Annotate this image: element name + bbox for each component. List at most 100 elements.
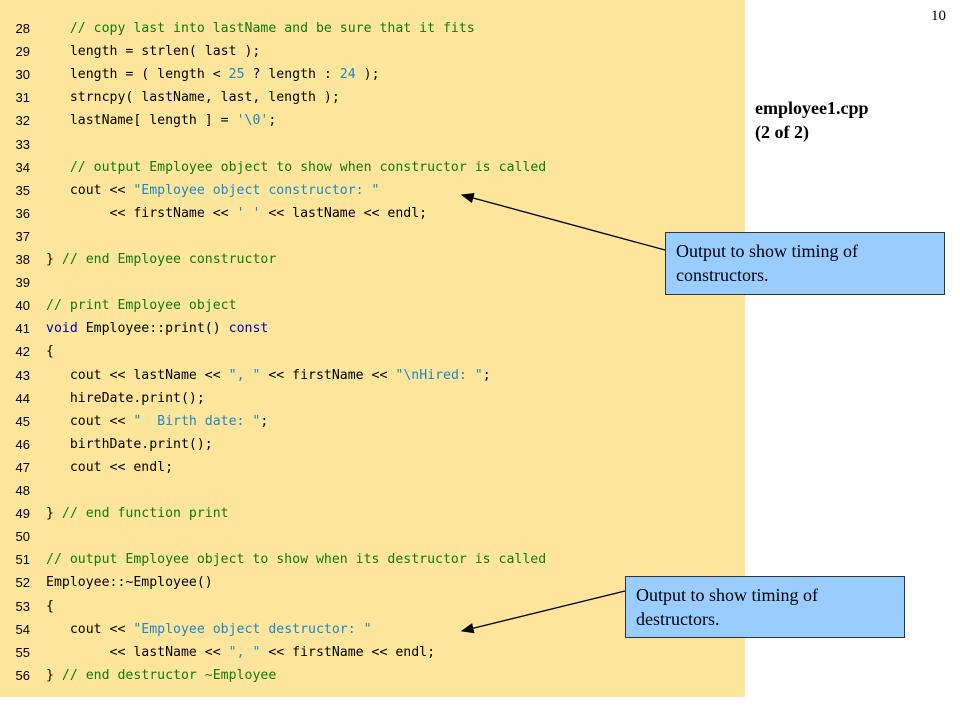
code-line: 56 } // end destructor ~Employee bbox=[0, 664, 745, 687]
line-number: 40 bbox=[15, 298, 30, 314]
code-token: Employee::~Employee() bbox=[46, 575, 213, 591]
code-line: 48 bbox=[0, 479, 745, 502]
code-token: ? length : bbox=[244, 67, 340, 83]
line-number: 48 bbox=[15, 483, 30, 498]
code-line: 34 // output Employee object to show whe… bbox=[0, 156, 745, 179]
code-token: // output Employee object to show when i… bbox=[46, 552, 547, 568]
line-number: 55 bbox=[15, 644, 30, 660]
code-text: hireDate.print(); bbox=[46, 387, 205, 410]
line-number: 32 bbox=[15, 113, 30, 129]
code-line: 37 bbox=[0, 225, 745, 248]
code-text: { bbox=[46, 595, 54, 618]
line-number: 54 bbox=[15, 621, 30, 637]
code-token: } bbox=[46, 252, 62, 267]
line-number: 31 bbox=[15, 90, 30, 106]
code-line: 40 // print Employee object bbox=[0, 294, 745, 317]
code-token: " Birth date: " bbox=[133, 413, 261, 429]
code-token: } bbox=[46, 667, 62, 683]
code-token: ", " bbox=[228, 367, 261, 383]
code-line: 33 bbox=[0, 133, 745, 156]
code-line: 42{ bbox=[0, 340, 745, 363]
slide-number: 10 bbox=[931, 8, 946, 24]
code-text: { bbox=[46, 340, 54, 363]
code-line: 55 << lastName << ", " << firstName << e… bbox=[0, 641, 745, 664]
line-number: 39 bbox=[15, 275, 30, 291]
callout-text-line: destructors. bbox=[636, 609, 720, 629]
code-text: // output Employee object to show when c… bbox=[46, 156, 546, 179]
line-number: 37 bbox=[15, 228, 30, 244]
line-number: 52 bbox=[15, 575, 30, 591]
code-line: 44 hireDate.print(); bbox=[0, 387, 745, 410]
code-line: 38} // end Employee constructor bbox=[0, 248, 745, 271]
line-number: 56 bbox=[15, 667, 30, 683]
code-text: cout << " Birth date: "; bbox=[46, 410, 269, 433]
code-token: const bbox=[228, 321, 269, 337]
line-number: 44 bbox=[15, 390, 30, 406]
code-token: cout << bbox=[46, 182, 134, 198]
code-token: "Employee object constructor: " bbox=[133, 182, 380, 198]
code-token: '\0' bbox=[236, 113, 269, 129]
code-text: << firstName << ' ' << lastName << endl; bbox=[46, 202, 428, 225]
code-text: cout << "Employee object constructor: " bbox=[46, 179, 380, 202]
code-token: ; bbox=[482, 367, 491, 383]
code-line: 36 << firstName << ' ' << lastName << en… bbox=[0, 202, 745, 225]
code-token bbox=[46, 21, 70, 36]
code-line: 35 cout << "Employee object constructor:… bbox=[0, 179, 745, 202]
line-number: 35 bbox=[15, 182, 30, 198]
line-number: 51 bbox=[15, 552, 30, 568]
code-line: 49} // end function print bbox=[0, 502, 745, 525]
code-token: // print Employee object bbox=[46, 298, 237, 314]
code-text: // print Employee object bbox=[46, 294, 237, 317]
code-token: birthDate.print(); bbox=[46, 436, 213, 452]
code-token: cout << endl; bbox=[46, 459, 174, 475]
callout-text-line: Output to show timing of bbox=[636, 585, 819, 605]
line-number: 47 bbox=[15, 459, 30, 475]
code-token: "\nHired: " bbox=[395, 367, 483, 383]
line-number: 49 bbox=[15, 506, 30, 522]
code-text: cout << lastName << ", " << firstName <<… bbox=[46, 364, 491, 387]
code-token: cout << bbox=[46, 413, 134, 429]
code-text: Employee::~Employee() bbox=[46, 571, 213, 594]
line-number: 38 bbox=[15, 252, 30, 267]
code-line: 32 lastName[ length ] = '\0'; bbox=[0, 109, 745, 132]
code-token: cout << lastName << bbox=[46, 367, 229, 383]
line-number: 45 bbox=[15, 413, 30, 429]
code-text: length = strlen( last ); bbox=[46, 40, 261, 63]
line-number: 41 bbox=[15, 321, 30, 337]
file-title: employee1.cpp (2 of 2) bbox=[755, 96, 868, 144]
code-line: 45 cout << " Birth date: "; bbox=[0, 410, 745, 433]
line-number: 28 bbox=[15, 21, 30, 36]
code-token: ", " bbox=[228, 644, 261, 660]
code-token: strncpy( lastName, last, length ); bbox=[46, 90, 340, 106]
file-title-part: (2 of 2) bbox=[755, 122, 809, 142]
code-line: 51 // output Employee object to show when… bbox=[0, 548, 745, 571]
code-token: ; bbox=[268, 113, 277, 129]
code-line: 54 cout << "Employee object destructor: … bbox=[0, 618, 745, 641]
code-token: cout << bbox=[46, 621, 134, 637]
code-line: 47 cout << endl; bbox=[0, 456, 745, 479]
code-text: << lastName << ", " << firstName << endl… bbox=[46, 641, 436, 664]
code-panel: 28 // copy last into lastName and be sur… bbox=[0, 0, 745, 697]
code-line: 39 bbox=[0, 271, 745, 294]
code-token: << firstName << bbox=[46, 205, 237, 221]
code-text: birthDate.print(); bbox=[46, 433, 213, 456]
code-token: // copy last into lastName and be sure t… bbox=[69, 21, 475, 36]
code-token: void bbox=[46, 321, 78, 337]
code-line: 29 length = strlen( last ); bbox=[0, 40, 745, 63]
code-token bbox=[46, 160, 70, 175]
code-line: 31 strncpy( lastName, last, length ); bbox=[0, 86, 745, 109]
code-token: ' ' bbox=[236, 205, 261, 221]
code-text: length = ( length < 25 ? length : 24 ); bbox=[46, 63, 380, 86]
code-line: 43 cout << lastName << ", " << firstName… bbox=[0, 364, 745, 387]
code-text: } // end destructor ~Employee bbox=[46, 664, 276, 687]
code-token: 25 bbox=[228, 67, 245, 83]
line-number: 36 bbox=[15, 205, 30, 221]
code-line: 30 length = ( length < 25 ? length : 24 … bbox=[0, 63, 745, 86]
line-number: 29 bbox=[15, 44, 30, 60]
code-line: 50 bbox=[0, 525, 745, 548]
code-token: // end Employee constructor bbox=[61, 252, 277, 267]
code-token: << firstName << bbox=[260, 367, 396, 383]
code-token: length = ( length < bbox=[46, 67, 229, 83]
code-token: 24 bbox=[339, 67, 356, 83]
